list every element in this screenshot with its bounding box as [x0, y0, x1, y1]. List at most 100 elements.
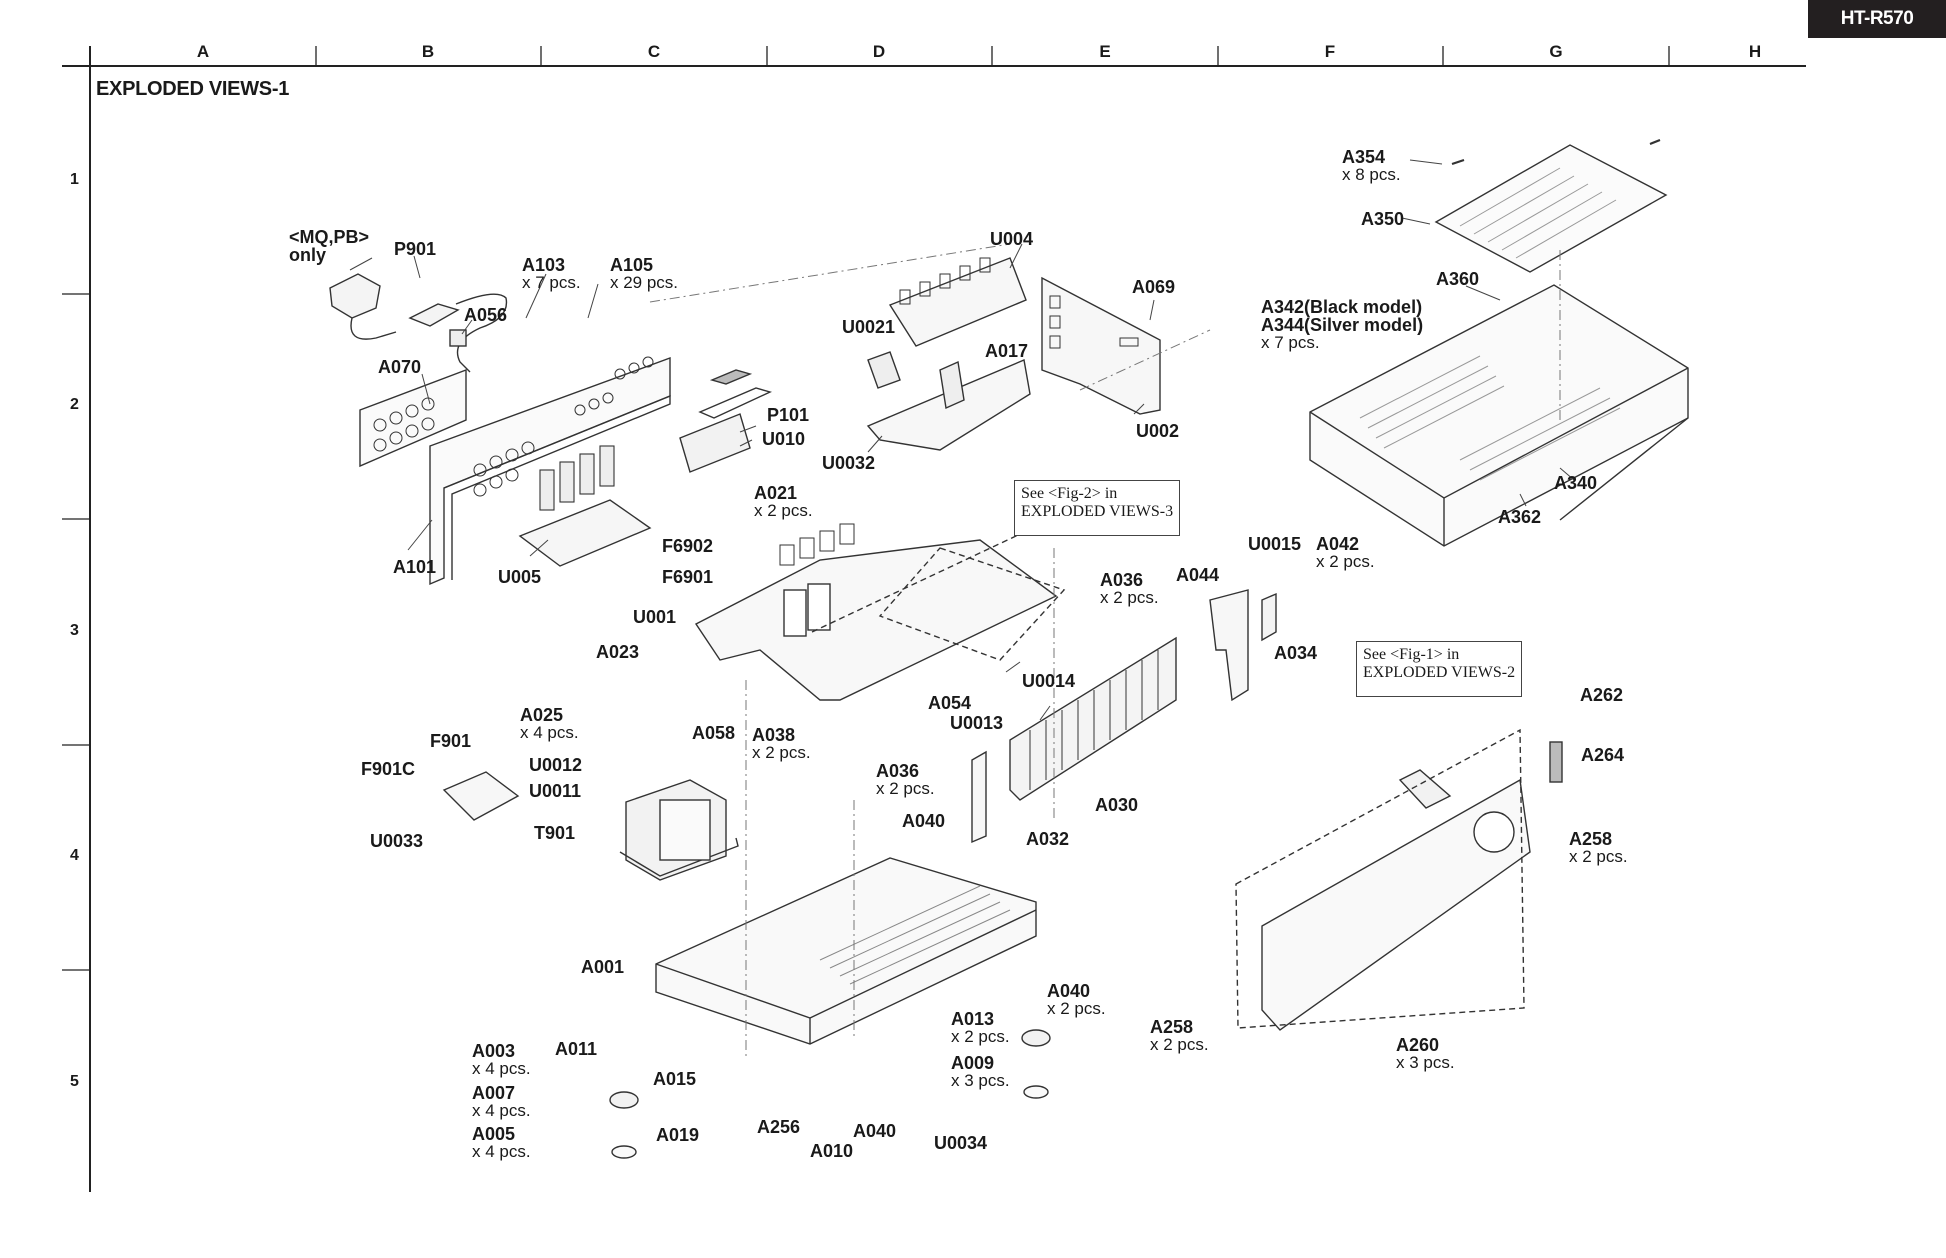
part-label-p101: P101: [767, 405, 810, 425]
front-panel-illustration: [1235, 728, 1563, 1031]
column-label: H: [1748, 42, 1762, 61]
column-label: A: [196, 42, 210, 61]
see-fig2-note: See <Fig-2> in EXPLODED VIEWS-3: [1014, 480, 1181, 536]
power-cord-illustration: [329, 273, 508, 373]
note-line: See <Fig-1> in: [1363, 646, 1460, 663]
part-label-u0021: U0021: [842, 317, 896, 337]
part-label-a360: A360: [1436, 269, 1480, 289]
assembly-centerlines: [649, 243, 1561, 1060]
part-label-a023: A023: [596, 642, 640, 662]
transformer-illustration: [619, 779, 739, 881]
part-label-a262: A262: [1580, 685, 1624, 705]
part-label-a256: A256: [757, 1117, 801, 1137]
column-dividers: [315, 46, 1670, 66]
part-label-u002: U002: [1136, 421, 1180, 441]
part-label-mqpb: <MQ,PB>only: [289, 227, 370, 265]
row-label: 4: [70, 847, 79, 864]
insulator-u0015-illustration: [1261, 592, 1277, 642]
part-label-a056: A056: [464, 305, 508, 325]
part-label-u0033: U0033: [370, 831, 424, 851]
part-label-a019: A019: [656, 1125, 700, 1145]
model-badge: HT-R570: [1808, 0, 1946, 38]
see-fig1-note: See <Fig-1> in EXPLODED VIEWS-2: [1356, 641, 1523, 697]
feet-illustration: [609, 1029, 1051, 1159]
part-label-a034: A034: [1274, 643, 1318, 663]
top-cover-illustration: [1309, 284, 1689, 547]
part-label-a362: A362: [1498, 507, 1542, 527]
part-label-u001: U001: [633, 607, 677, 627]
part-label-a010: A010: [810, 1141, 854, 1161]
main-pcb-illustration: [694, 519, 1066, 701]
part-label-u010: U010: [762, 429, 806, 449]
part-label-a044: A044: [1176, 565, 1220, 585]
part-label-a058: A058: [692, 723, 736, 743]
part-label-a011: A011: [555, 1039, 598, 1059]
column-label: C: [647, 42, 661, 61]
part-label-u0013: U0013: [950, 713, 1004, 733]
column-label: D: [872, 42, 886, 61]
u002-board-illustration: [1041, 276, 1161, 415]
part-label-u0012: U0012: [529, 755, 583, 775]
part-label-u0011: U0011: [529, 781, 582, 801]
note-line: EXPLODED VIEWS-2: [1363, 664, 1516, 681]
column-label: F: [1324, 42, 1336, 61]
part-label-a040-bottom: A040: [853, 1121, 897, 1141]
chassis-illustration: [655, 857, 1037, 1045]
part-label-u005: U005: [498, 567, 542, 587]
part-label-a017: A017: [985, 341, 1029, 361]
part-label-u0014: U0014: [1022, 671, 1076, 691]
vent-plate-illustration: [1434, 138, 1668, 273]
u005-board-illustration: [518, 445, 652, 567]
part-label-a015: A015: [653, 1069, 697, 1089]
part-label-a054: A054: [928, 693, 972, 713]
rear-panel-illustration: [359, 356, 671, 586]
column-label: B: [421, 42, 435, 61]
leader-lines: [349, 159, 1575, 721]
u010-module-illustration: [679, 369, 772, 473]
row-label: 3: [70, 622, 79, 639]
part-label-p901: P901: [394, 239, 437, 259]
part-label-a032: A032: [1026, 829, 1070, 849]
row-dividers: [62, 293, 90, 971]
bracket-a034-illustration: [1209, 589, 1249, 702]
part-label-a101: A101: [393, 557, 437, 577]
note-line: See <Fig-2> in: [1021, 485, 1118, 502]
bracket-a032-illustration: [971, 750, 987, 844]
part-label-a040-bracket: A040: [902, 811, 946, 831]
column-label: E: [1099, 42, 1111, 61]
part-label-u0015: U0015: [1248, 534, 1302, 554]
page-title: EXPLODED VIEWS-1: [96, 78, 290, 100]
part-label-t901: T901: [534, 823, 576, 843]
part-label-a070: A070: [378, 357, 422, 377]
part-label-u0034: U0034: [934, 1133, 988, 1153]
part-label-a342: A342(Black model): [1261, 297, 1423, 317]
row-label: 1: [70, 171, 79, 188]
u004-board-illustration: [888, 257, 1027, 347]
part-label-u004: U004: [990, 229, 1034, 249]
u0033-board-illustration: [442, 771, 520, 821]
row-label: 5: [70, 1073, 79, 1090]
row-label: 2: [70, 396, 79, 413]
part-label-a264: A264: [1581, 745, 1625, 765]
part-label-a069: A069: [1132, 277, 1176, 297]
